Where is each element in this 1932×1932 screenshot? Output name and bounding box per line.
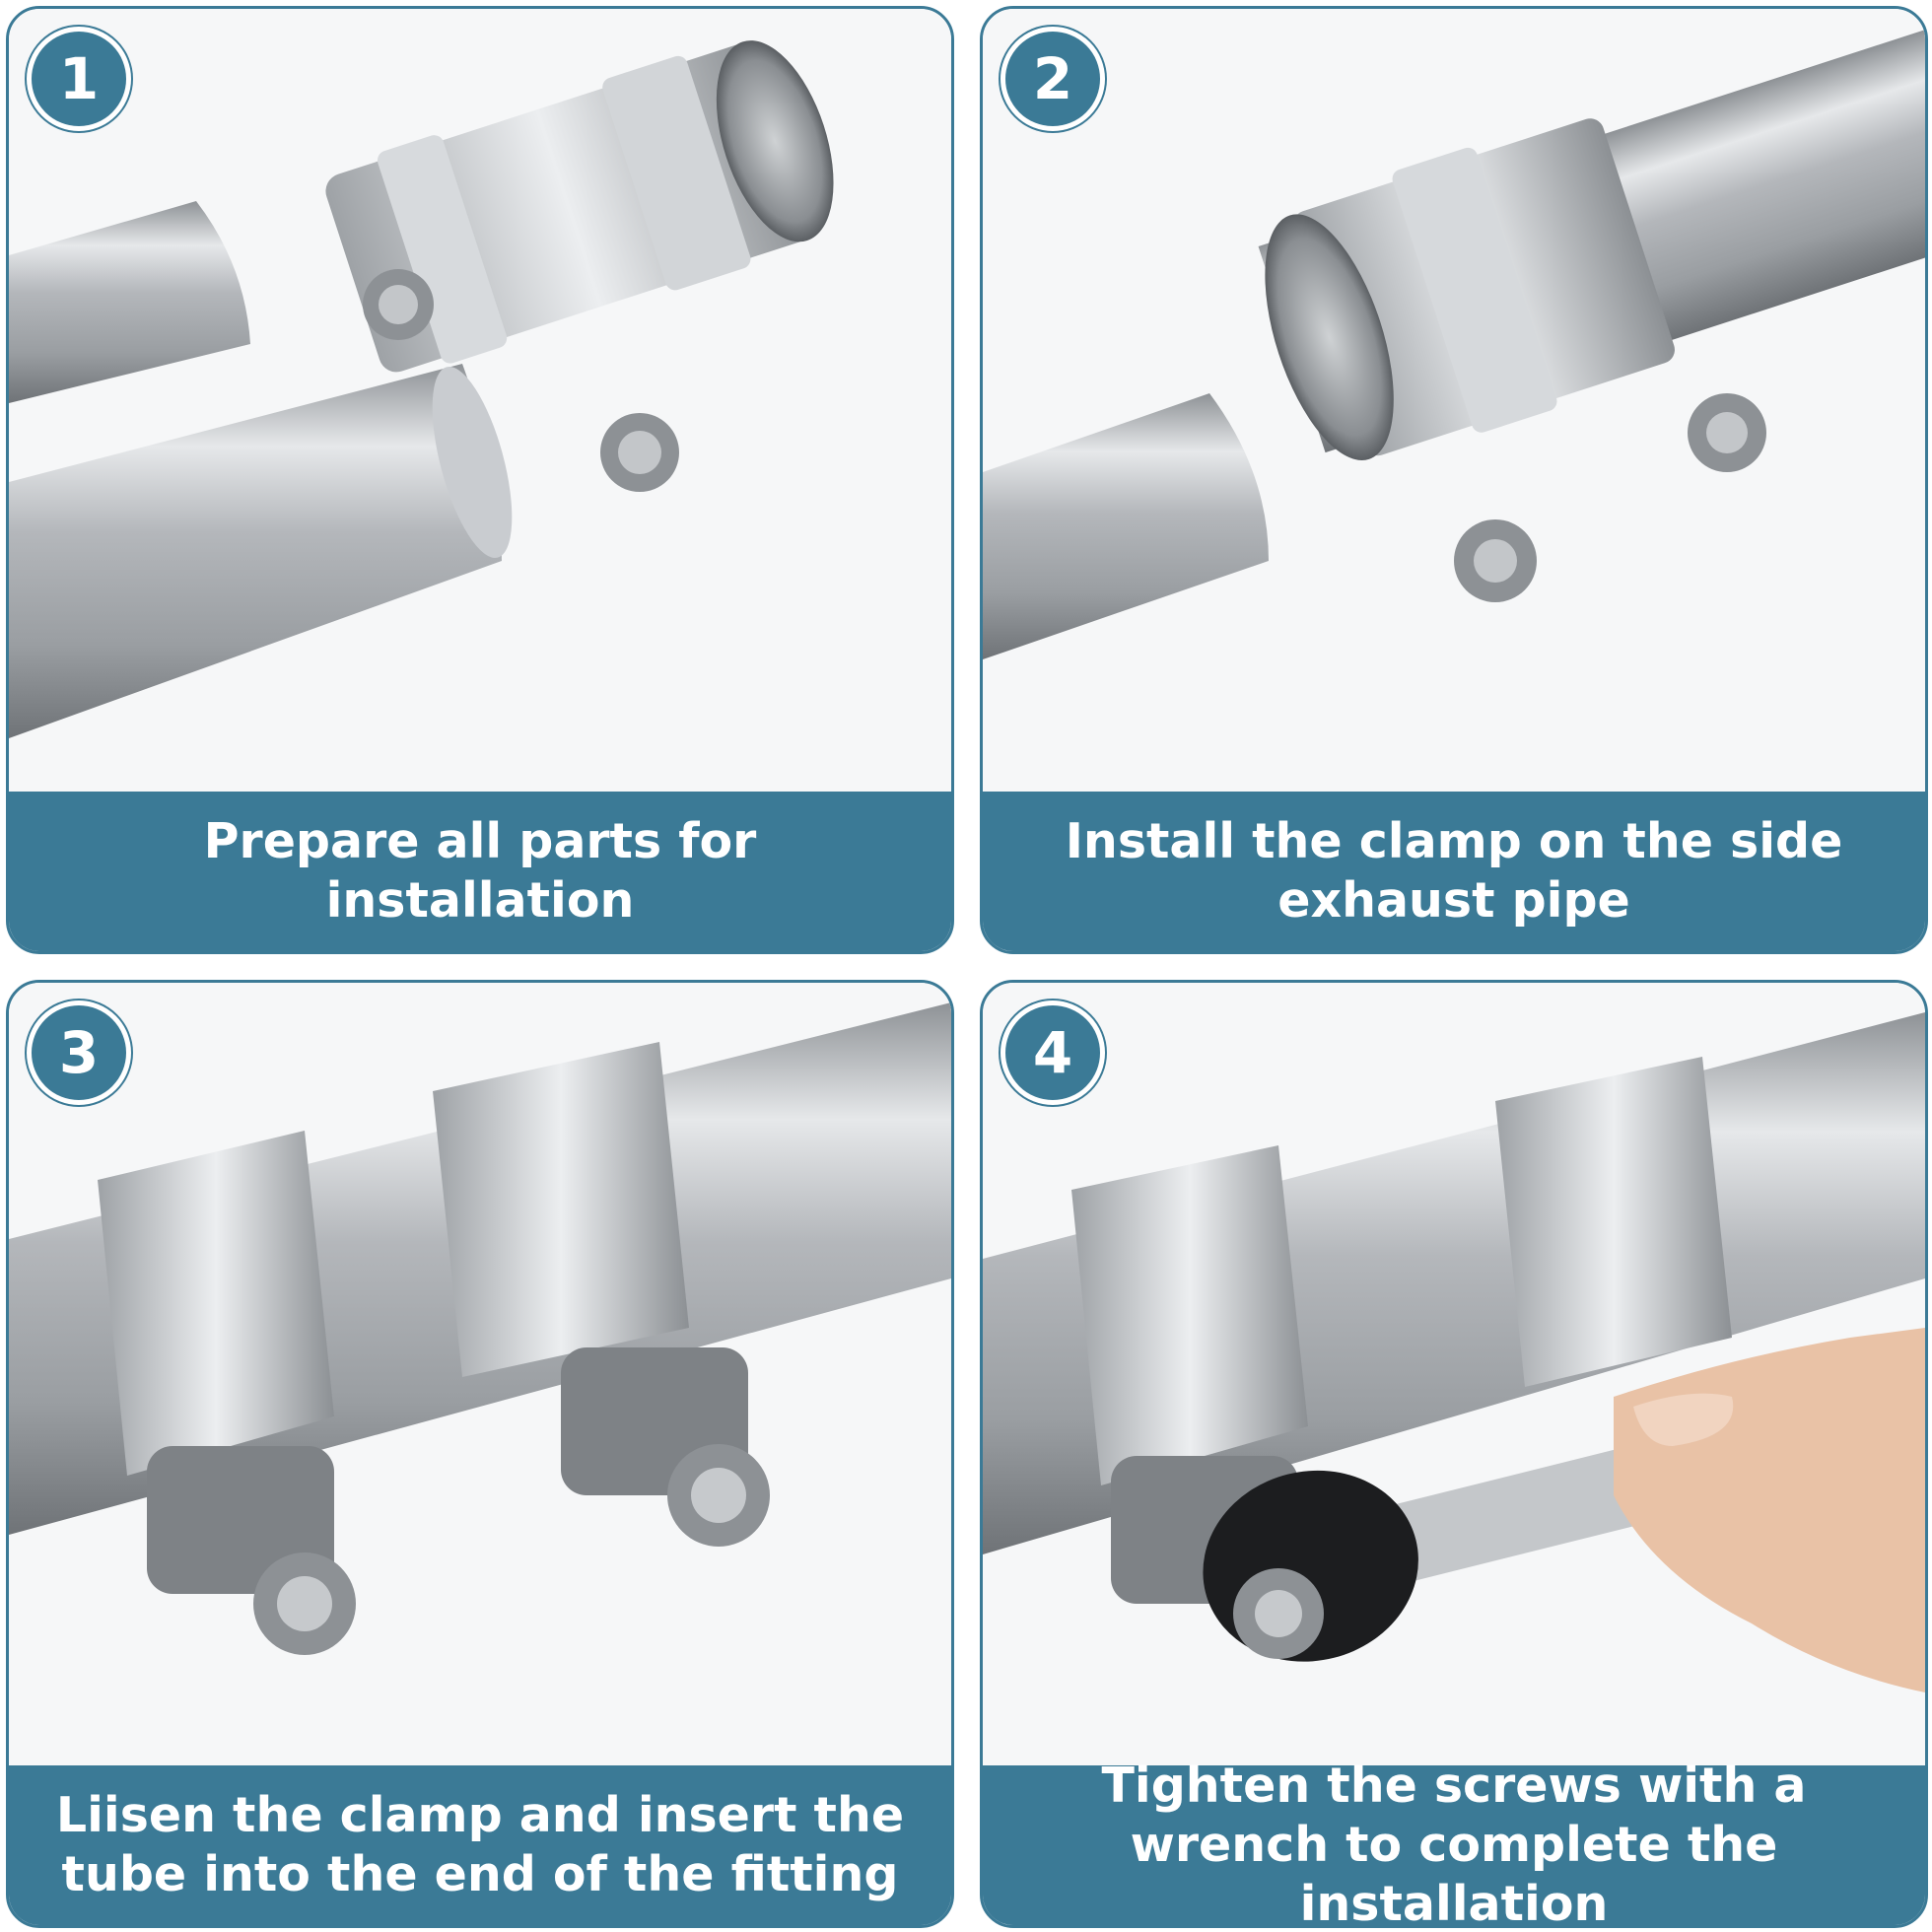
- step-panel-4: 4 Tighten the screws with a wrench to co…: [980, 980, 1928, 1928]
- step-4-illustration: [983, 983, 1925, 1765]
- step-panel-2: 2 Install the clamp on the side exhaust …: [980, 6, 1928, 954]
- step-panel-1: 1 Prepare all parts for installation: [6, 6, 954, 954]
- step-caption-2: Install the clamp on the side exhaust pi…: [983, 792, 1925, 951]
- step-number-badge-3: 3: [27, 1000, 131, 1105]
- step-number-badge-1: 1: [27, 27, 131, 131]
- step-1-illustration: [9, 9, 951, 792]
- step-caption-4: Tighten the screws with a wrench to comp…: [983, 1758, 1925, 1925]
- step-2-illustration: [983, 9, 1925, 792]
- step-panel-3: 3 Liisen the clamp and insert the tube i…: [6, 980, 954, 1928]
- step-3-illustration: [9, 983, 951, 1765]
- step-number-badge-2: 2: [1000, 27, 1105, 131]
- step-caption-1: Prepare all parts for installation: [9, 792, 951, 951]
- step-number-badge-4: 4: [1000, 1000, 1105, 1105]
- step-caption-3: Liisen the clamp and insert the tube int…: [9, 1765, 951, 1925]
